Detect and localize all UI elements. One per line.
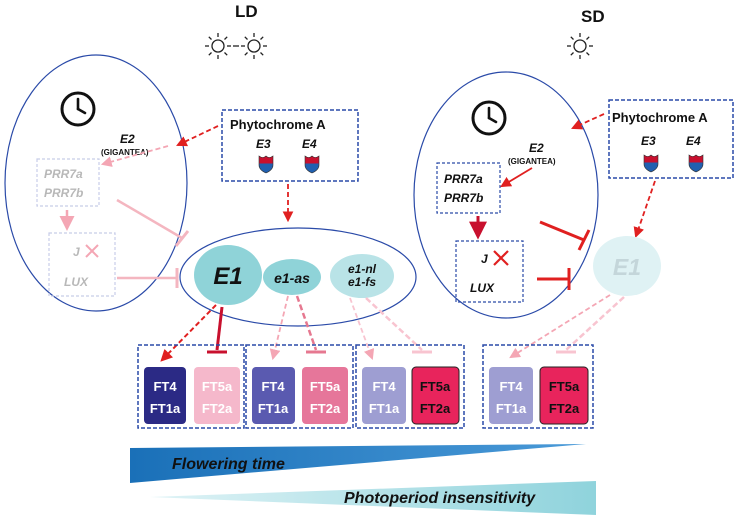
sun-icon xyxy=(566,32,594,60)
prr-inhibit-e1-line xyxy=(539,220,585,242)
e1-label: E1 xyxy=(213,263,242,290)
ft2a-label: FT2a xyxy=(549,401,580,416)
sd-e3: E3 xyxy=(641,134,656,148)
sd-phya: Phytochrome A xyxy=(612,110,708,125)
ft4-ft1a-box xyxy=(362,367,406,424)
ld-prr-box xyxy=(36,158,100,207)
sd-ft-group xyxy=(482,344,594,429)
e1nl-inhibits-line xyxy=(365,297,423,351)
sd-clock-ellipse xyxy=(413,71,599,319)
ft2a-label: FT2a xyxy=(202,401,233,416)
photoperiod-insensitivity-wedge xyxy=(150,481,596,515)
ld-label: LD xyxy=(235,2,258,21)
shield-icon xyxy=(304,155,320,174)
shield-icon xyxy=(258,155,274,174)
ft4-ft1a-box xyxy=(489,367,533,424)
ft4-label: FT4 xyxy=(499,379,523,394)
ld-lux: LUX xyxy=(64,275,89,289)
clock-icon xyxy=(471,100,507,136)
sd-jlux-box xyxy=(455,240,524,303)
ft4-label: FT4 xyxy=(261,379,285,394)
e1as-activates-arrow xyxy=(269,295,289,361)
ft4-ft1a-box xyxy=(144,367,186,424)
ld-phya: Phytochrome A xyxy=(230,117,326,132)
shield-icon xyxy=(688,154,704,173)
ft4-ft1a-box xyxy=(252,367,295,424)
prr-inhibit-bar xyxy=(174,230,190,247)
ld-jlux-box xyxy=(48,232,116,297)
shield-icon xyxy=(643,154,659,173)
ft-group-e1nl xyxy=(355,344,465,429)
e1-activates-ft4-arrow xyxy=(160,304,217,362)
sd-e1-inhibits-line xyxy=(565,296,625,351)
phya-to-e2-arrow xyxy=(571,113,605,130)
prr-inhibit-e1-line xyxy=(116,198,183,240)
sd-e4: E4 xyxy=(686,134,701,148)
sd-prr7b: PRR7b xyxy=(444,191,483,205)
sun-icon xyxy=(204,32,232,60)
ft1a-label: FT1a xyxy=(496,401,527,416)
e1as-inhibits-line xyxy=(295,295,318,351)
sd-phya-box xyxy=(608,99,734,179)
ft2a-label: FT2a xyxy=(310,401,341,416)
e1-allele-ellipse xyxy=(179,227,417,327)
ft-group-e1 xyxy=(137,344,245,429)
sd-e1-activates-arrow xyxy=(509,294,611,359)
ld-e3: E3 xyxy=(256,137,271,151)
ld-prr7a: PRR7a xyxy=(44,167,83,181)
e1-nl-label: e1-nl xyxy=(348,262,377,276)
e1-inhibits-ft5a-line xyxy=(215,306,224,351)
ld-clock-ellipse xyxy=(4,54,188,312)
ft5a-ft2a-box xyxy=(302,367,348,424)
ft5a-label: FT5a xyxy=(202,379,233,394)
ft2a-label: FT2a xyxy=(420,401,451,416)
photoperiod-insensitivity-label: Photoperiod insensitivity xyxy=(344,490,536,507)
ft1a-label: FT1a xyxy=(258,401,289,416)
ft4-label: FT4 xyxy=(153,379,177,394)
ld-phya-box xyxy=(221,109,359,182)
ft5a-ft2a-box xyxy=(194,367,240,424)
ld-prr7b: PRR7b xyxy=(44,186,83,200)
ft4-label: FT4 xyxy=(372,379,396,394)
e1-as-label: e1-as xyxy=(274,270,310,286)
ld-j: J xyxy=(73,245,80,259)
e2-to-prr-arrow xyxy=(100,145,169,167)
e1-fs-label: e1-fs xyxy=(348,275,376,289)
flowering-time-wedge xyxy=(130,444,586,483)
ft5a-label: FT5a xyxy=(310,379,341,394)
ft5a-label: FT5a xyxy=(420,379,451,394)
ft5a-ft2a-box xyxy=(411,366,460,425)
sd-lux: LUX xyxy=(470,281,495,295)
ld-e4: E4 xyxy=(302,137,317,151)
clock-icon xyxy=(60,91,96,127)
prr-inhibit-bar xyxy=(577,229,591,251)
e1-nl-fs-node xyxy=(330,254,394,298)
ld-gigantea: (GIGANTEA) xyxy=(101,148,149,157)
e1-node xyxy=(194,245,262,305)
sd-e2: E2 xyxy=(529,141,544,155)
ld-e2: E2 xyxy=(120,132,135,146)
phya-to-e1-arrow xyxy=(633,180,656,239)
sun-icon xyxy=(240,32,268,60)
e1nl-activates-arrow xyxy=(349,297,375,361)
sd-prr7a: PRR7a xyxy=(444,172,483,186)
flowering-time-label: Flowering time xyxy=(172,456,285,473)
phya-to-e2-arrow xyxy=(176,125,219,147)
ft-group-e1as xyxy=(245,344,354,429)
inhibit-cross-icon xyxy=(493,250,509,266)
ft5a-ft2a-box xyxy=(539,366,589,425)
sd-label: SD xyxy=(581,7,605,26)
e2-to-prr-arrow xyxy=(500,167,533,188)
sd-prr-box xyxy=(436,162,501,214)
ft1a-label: FT1a xyxy=(150,401,181,416)
sd-j: J xyxy=(481,252,488,266)
ft5a-label: FT5a xyxy=(549,379,580,394)
e1-as-node xyxy=(263,259,321,295)
inhibit-cross-icon xyxy=(85,244,99,258)
sd-e1-node xyxy=(593,236,661,296)
sd-gigantea: (GIGANTEA) xyxy=(508,157,556,166)
ft1a-label: FT1a xyxy=(369,401,400,416)
sd-e1-label: E1 xyxy=(613,254,641,280)
